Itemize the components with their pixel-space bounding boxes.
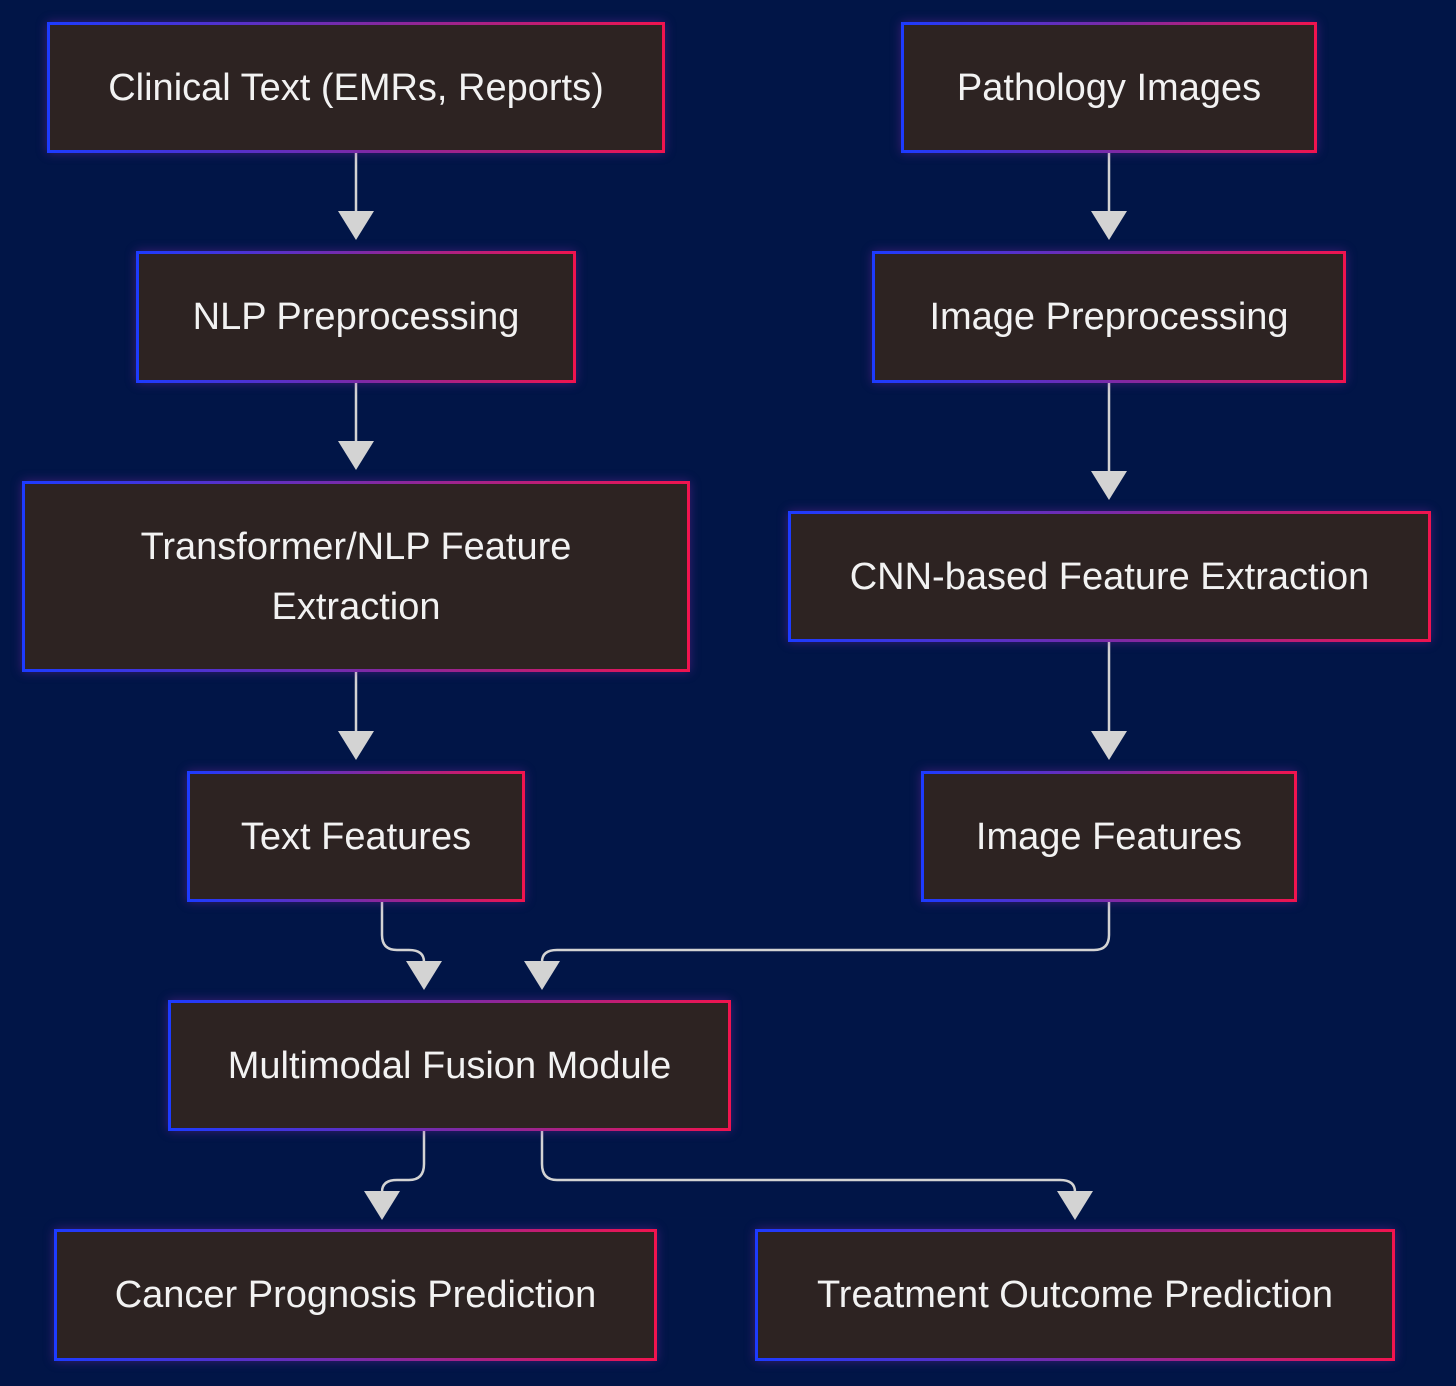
arrowhead-cnn <box>1091 471 1127 500</box>
arrowhead-text-features <box>338 731 374 760</box>
node-label: Multimodal Fusion Module <box>227 1044 672 1087</box>
arrowhead-fusion-right <box>524 961 560 990</box>
node-label: Clinical Text (EMRs, Reports) <box>108 66 604 109</box>
arrowhead-cancer-prognosis <box>364 1191 400 1220</box>
node-image-features: Image Features <box>921 771 1297 902</box>
arrowhead-image-features <box>1091 731 1127 760</box>
edge-fusion-to-cancer-prognosis <box>380 1130 426 1193</box>
edge-image-features-to-fusion <box>540 901 1111 963</box>
edge-fusion-to-treatment-outcome <box>540 1130 1077 1193</box>
node-label: Treatment Outcome Prediction <box>816 1274 1334 1316</box>
node-label: Text Features <box>240 815 472 858</box>
node-cancer-prognosis-prediction: Cancer Prognosis Prediction <box>54 1229 657 1361</box>
node-text-features: Text Features <box>187 771 525 902</box>
node-nlp-preprocessing: NLP Preprocessing <box>136 251 576 383</box>
arrowhead-fusion-left <box>406 961 442 990</box>
node-treatment-outcome-prediction: Treatment Outcome Prediction <box>755 1229 1395 1361</box>
node-pathology-images: Pathology Images <box>901 22 1317 153</box>
node-label: Image Features <box>975 815 1243 858</box>
node-label: Transformer/NLP Feature Extraction <box>140 525 572 628</box>
edge-text-features-to-fusion <box>380 901 426 963</box>
node-label: NLP Preprocessing <box>192 296 520 338</box>
node-cnn-feature-extraction: CNN-based Feature Extraction <box>788 511 1431 642</box>
arrowhead-image-preprocessing <box>1091 211 1127 240</box>
arrowhead-transformer <box>338 441 374 470</box>
node-image-preprocessing: Image Preprocessing <box>872 251 1346 383</box>
node-label: CNN-based Feature Extraction <box>849 555 1370 598</box>
node-label: Pathology Images <box>956 66 1262 109</box>
arrowhead-nlp <box>338 211 374 240</box>
node-clinical-text: Clinical Text (EMRs, Reports) <box>47 22 665 153</box>
arrowhead-treatment-outcome <box>1057 1191 1093 1220</box>
node-multimodal-fusion-module: Multimodal Fusion Module <box>168 1000 731 1131</box>
node-transformer-feature-extraction: Transformer/NLP Feature Extraction <box>22 481 690 672</box>
node-label: Cancer Prognosis Prediction <box>114 1274 597 1316</box>
node-label: Image Preprocessing <box>929 296 1289 338</box>
